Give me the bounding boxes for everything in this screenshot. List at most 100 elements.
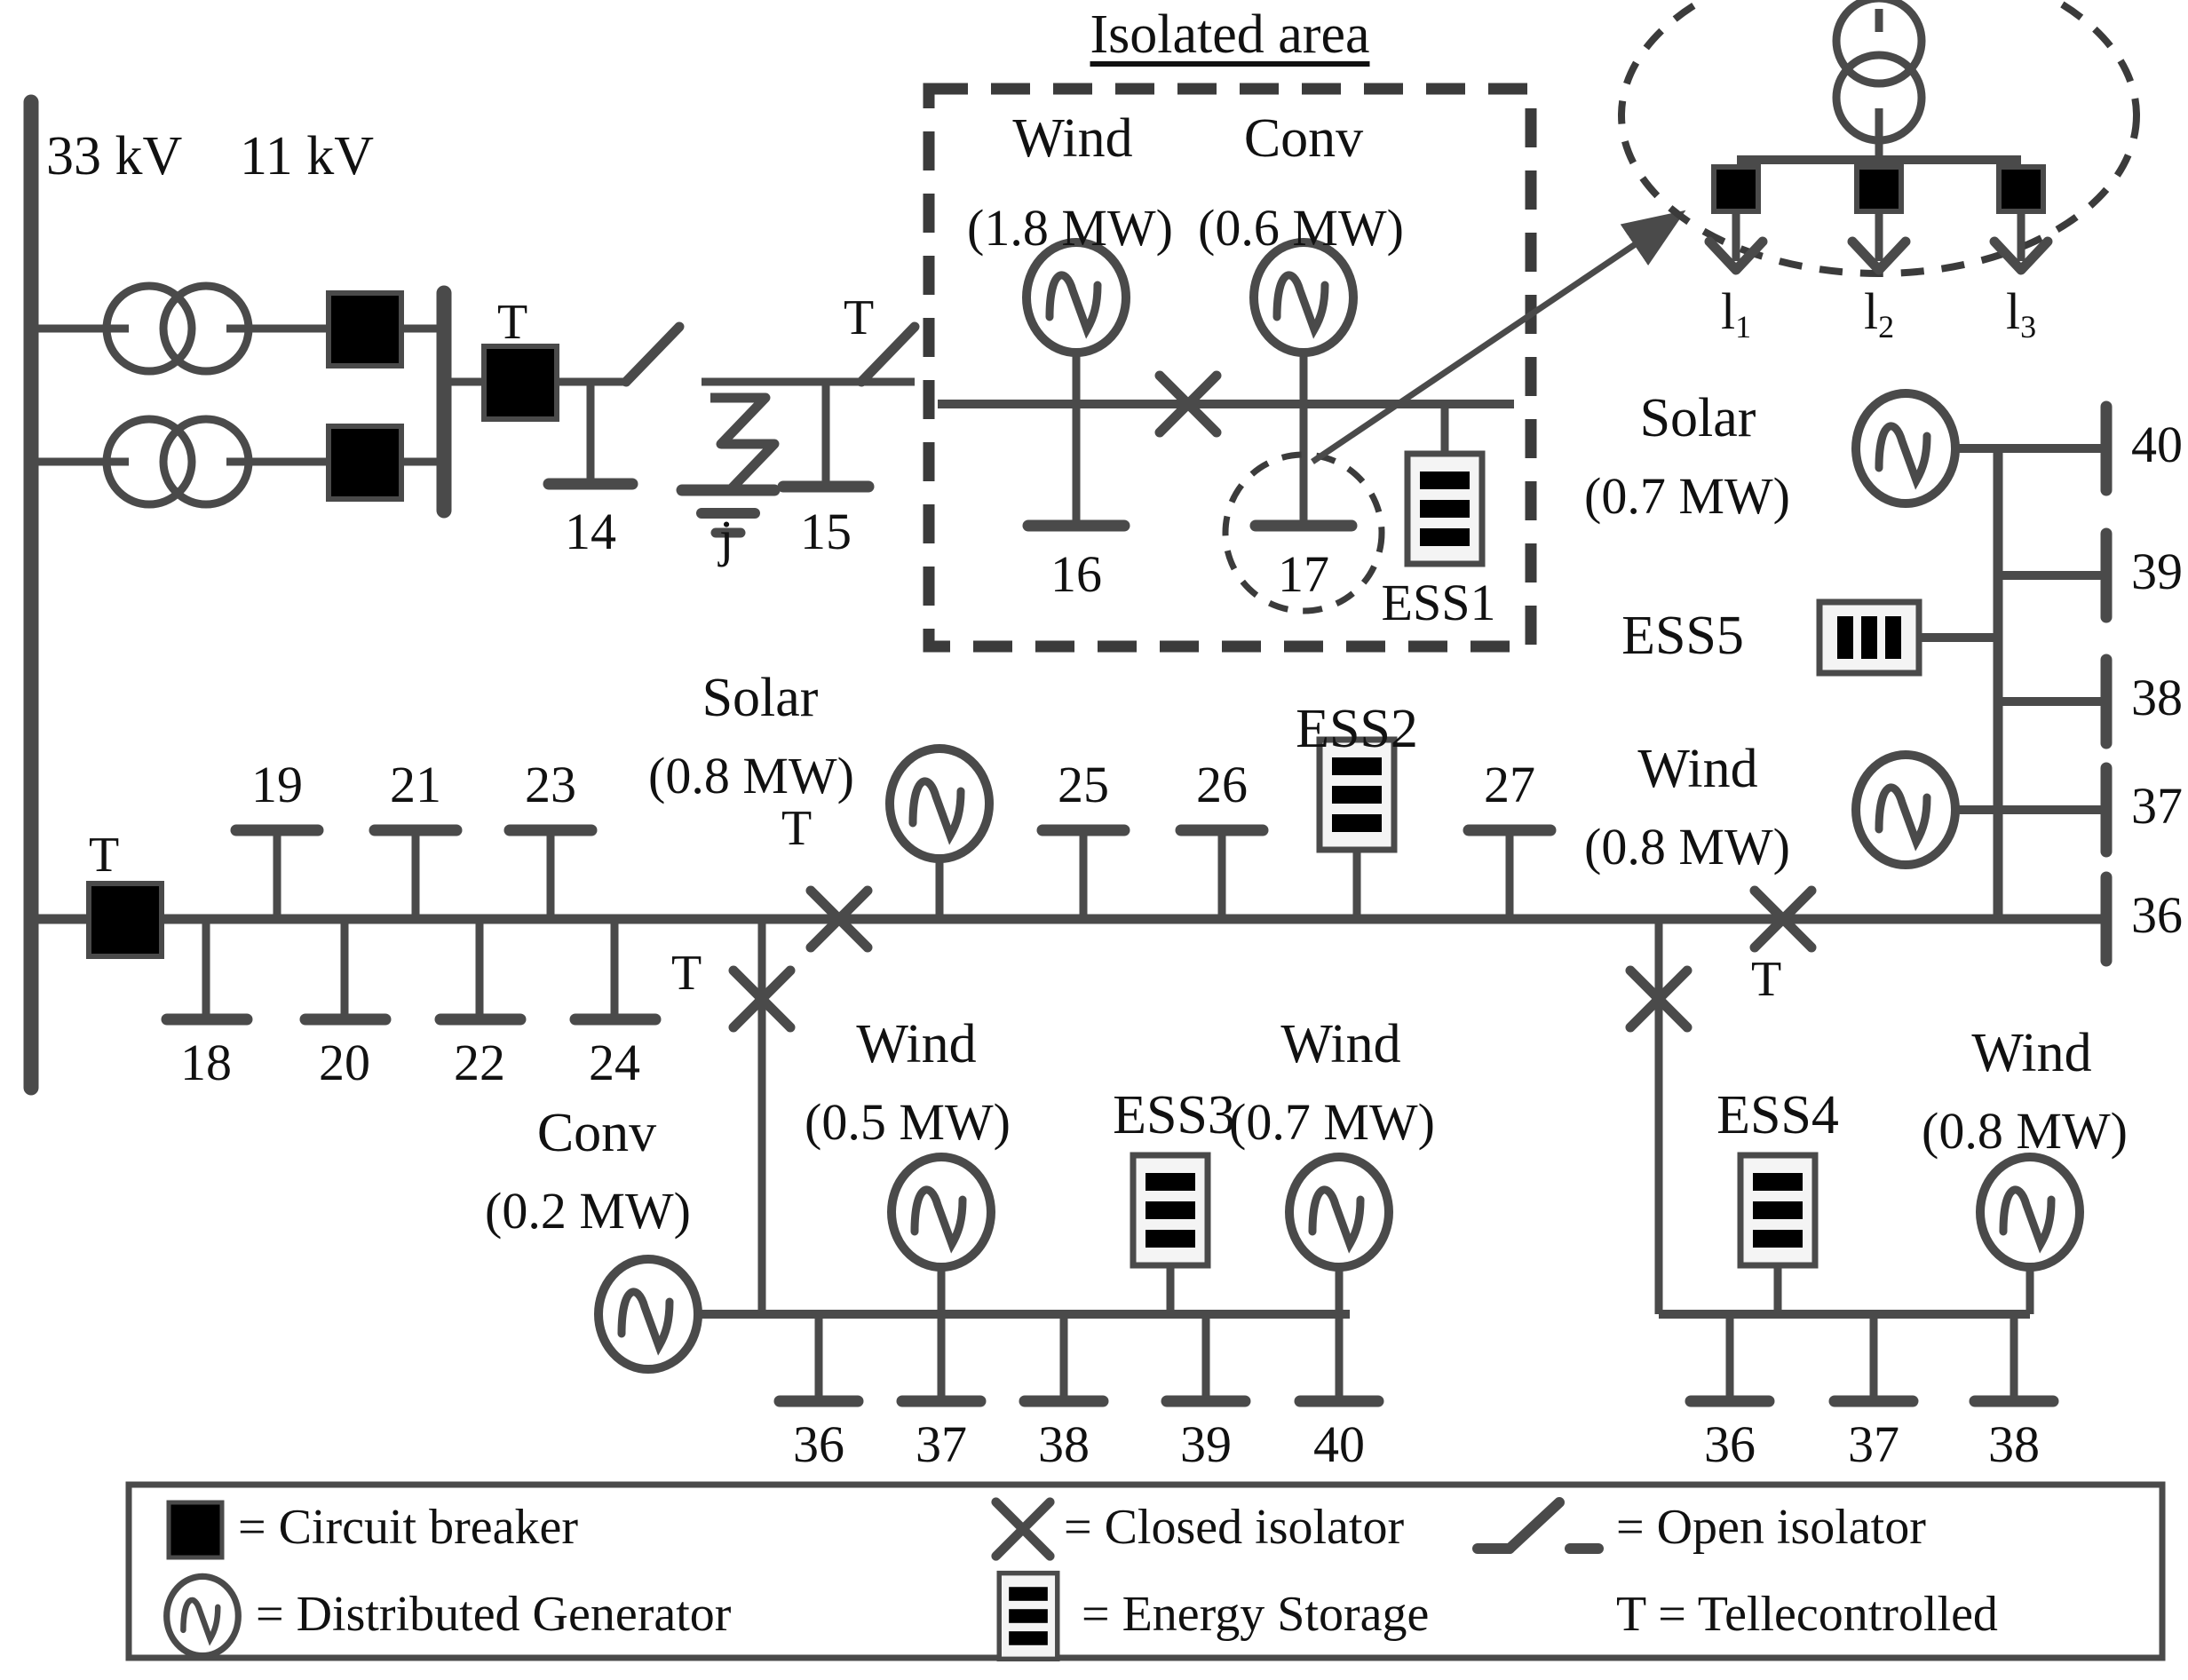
branch-bus-stub-38 — [1019, 1314, 1109, 1407]
load-label-l1: l1 — [1720, 282, 1752, 345]
branch-bus-label-36: 36 — [793, 1415, 844, 1473]
voltage-label-33kv: 33 kV — [46, 126, 183, 186]
isolated-conv-label: Conv — [1243, 108, 1364, 169]
load-branch-l3 — [1989, 164, 2053, 275]
bus-label-39-right: 39 — [2131, 543, 2183, 600]
telecontrol-mark-b: T — [844, 290, 875, 345]
energy-storage-icon — [1133, 1155, 1208, 1265]
bus-stub-24 — [569, 919, 662, 1026]
distributed-generator-icon — [1856, 393, 1955, 503]
load-branch-l1 — [1704, 164, 1768, 275]
bus-stub-21 — [369, 824, 463, 919]
isolated-conv-rating: (0.6 MW) — [1198, 199, 1404, 257]
bus-stub-26 — [1175, 824, 1269, 919]
voltage-label-11kv: 11 kV — [240, 126, 374, 186]
circuit-breaker-icon — [326, 290, 404, 368]
energy-storage-icon — [1407, 454, 1482, 564]
open-isolator-icon — [856, 321, 920, 387]
bus-stub-22 — [434, 919, 527, 1026]
bus-label-17: 17 — [1278, 545, 1329, 603]
energy-storage-icon — [1740, 1155, 1815, 1265]
branch-wind-b-label: Wind — [1280, 1014, 1401, 1074]
bus-label-22: 22 — [454, 1034, 505, 1091]
telecontrol-mark-f: T — [1751, 952, 1782, 1007]
bus-label-26: 26 — [1196, 756, 1248, 813]
bus-label-j: j — [718, 510, 734, 567]
ess3-label: ESS3 — [1113, 1085, 1235, 1145]
branch-wind-a-label: Wind — [856, 1014, 977, 1074]
distributed-generator-icon — [1289, 1157, 1389, 1267]
telecontrol-mark-d: T — [781, 801, 813, 856]
bus-label-18: 18 — [180, 1034, 232, 1091]
bus-stub-20 — [299, 919, 392, 1026]
branch-bus-label-40: 40 — [1313, 1415, 1365, 1473]
bus-label-21: 21 — [390, 756, 441, 813]
bus-stub-19 — [230, 824, 324, 919]
legend-energy-storage-icon — [999, 1573, 1058, 1660]
bus-label-24: 24 — [589, 1034, 640, 1091]
legend-label-circuit-breaker: = Circuit breaker — [238, 1500, 578, 1555]
right-wind-rating: (0.8 MW) — [1584, 818, 1790, 876]
callout-pointer — [1311, 210, 1686, 464]
main-solar-label: Solar — [702, 668, 819, 728]
right-solar-rating: (0.7 MW) — [1584, 467, 1790, 525]
load-branch-l2 — [1847, 164, 1911, 275]
legend-label-open-isolator: = Open isolator — [1616, 1500, 1926, 1555]
bus-stub-25 — [1036, 824, 1130, 919]
branch2-bus-stub-38 — [1969, 1314, 2059, 1407]
branch2-bus-label-37: 37 — [1848, 1415, 1899, 1473]
bus-label-38-right: 38 — [2131, 669, 2183, 726]
distributed-generator-icon — [1027, 242, 1126, 353]
telecontrol-mark-e: T — [671, 946, 702, 1001]
bus-label-27: 27 — [1484, 756, 1535, 813]
branch2-wind-label: Wind — [1971, 1023, 2092, 1083]
isolated-wind-label: Wind — [1012, 108, 1133, 169]
bus-label-36-right: 36 — [2131, 886, 2183, 944]
distributed-generator-icon — [599, 1259, 698, 1369]
isolated-area-boundary — [923, 83, 1537, 653]
branch-bus-label-38: 38 — [1038, 1415, 1090, 1473]
bus-label-40-right: 40 — [2131, 416, 2183, 473]
branch-bus-stub-37 — [896, 1314, 987, 1407]
bus-stub-23 — [503, 824, 598, 919]
circuit-breaker-icon — [326, 424, 404, 502]
bus-label-16: 16 — [1050, 545, 1102, 603]
legend-circuit-breaker-icon — [166, 1500, 225, 1560]
legend-label-closed-isolator: = Closed isolator — [1064, 1500, 1405, 1555]
right-wind-label: Wind — [1637, 739, 1758, 799]
branch-conv-rating: (0.2 MW) — [485, 1182, 691, 1240]
distributed-generator-icon — [1980, 1157, 2080, 1267]
branch-bus-label-39: 39 — [1180, 1415, 1232, 1473]
branch-wind-a-rating: (0.5 MW) — [805, 1093, 1011, 1151]
legend-label-energy-storage: = Energy Storage — [1082, 1587, 1430, 1642]
load-label-l2: l2 — [1863, 282, 1895, 345]
branch2-bus-stub-37 — [1828, 1314, 1919, 1407]
telecontrol-mark-a: T — [497, 295, 528, 350]
distributed-generator-icon — [1856, 755, 1955, 865]
branch2-bus-stub-36 — [1685, 1314, 1775, 1407]
energy-storage-icon — [1819, 602, 1919, 673]
bus-label-25: 25 — [1058, 756, 1109, 813]
distributed-generator-icon — [1254, 242, 1353, 353]
legend-label-telecontrolled: T = Tellecontrolled — [1616, 1587, 1998, 1642]
branch2-bus-label-38: 38 — [1988, 1415, 2040, 1473]
ess4-label: ESS4 — [1716, 1085, 1839, 1145]
ess5-label: ESS5 — [1621, 606, 1744, 666]
right-solar-label: Solar — [1639, 388, 1756, 448]
bus-label-37-right: 37 — [2131, 777, 2183, 835]
open-isolator-icon — [621, 321, 685, 387]
bus-label-19: 19 — [251, 756, 303, 813]
legend-closed-isolator-icon — [996, 1502, 1050, 1557]
legend-label-distributed-generator: = Distributed Generator — [256, 1587, 732, 1642]
bus-label-23: 23 — [525, 756, 576, 813]
surge-arrester-icon — [710, 392, 780, 494]
legend-distributed-generator-icon — [167, 1576, 239, 1655]
branch-bus-stub-40 — [1294, 1314, 1384, 1407]
bus-label-15: 15 — [800, 503, 852, 560]
circuit-breaker-icon — [481, 344, 559, 422]
branch2-wind-rating: (0.8 MW) — [1922, 1102, 2128, 1160]
distributed-generator-icon — [890, 749, 989, 859]
ess1-label: ESS1 — [1381, 574, 1496, 631]
